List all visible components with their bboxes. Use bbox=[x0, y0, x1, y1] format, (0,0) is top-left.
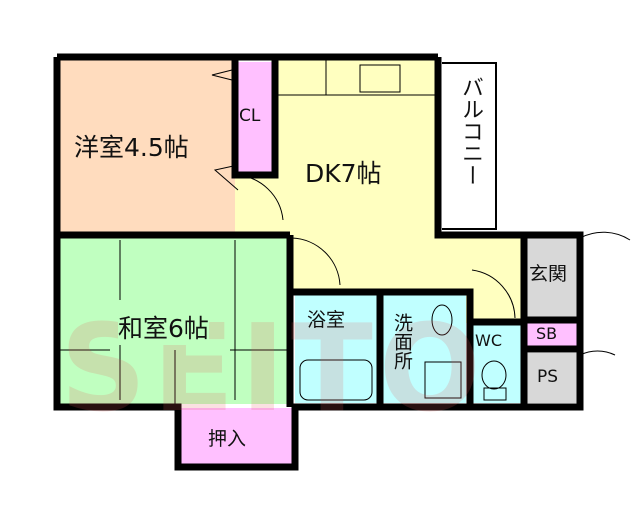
room-label: SB bbox=[536, 324, 558, 343]
room-ps: PS bbox=[527, 353, 577, 403]
room-japanese: 和室6帖 bbox=[60, 237, 290, 404]
room-bath: 浴室 bbox=[295, 295, 378, 403]
room-entrance: 玄関 bbox=[526, 237, 578, 319]
room-closet: CL bbox=[236, 62, 272, 172]
room-dk: DK7帖 bbox=[275, 60, 440, 292]
room-label: PS bbox=[537, 367, 559, 387]
room-balcony: バルコニー bbox=[442, 62, 497, 230]
room-label: 洗面所 bbox=[391, 313, 413, 370]
room-label: 和室6帖 bbox=[118, 309, 209, 345]
room-label: バルコニー bbox=[458, 76, 483, 186]
room-label: 浴室 bbox=[307, 309, 346, 331]
room-label: 押入 bbox=[208, 428, 247, 450]
room-label: DK7帖 bbox=[305, 159, 382, 188]
room-label: 玄関 bbox=[529, 263, 568, 285]
room-oshiire: 押入 bbox=[178, 408, 292, 464]
room-washroom: 洗面所 bbox=[383, 295, 466, 403]
room-western: 洋室4.5帖 bbox=[60, 60, 235, 232]
room-label: 洋室4.5帖 bbox=[74, 133, 189, 162]
room-label: CL bbox=[239, 106, 261, 126]
room-sb: SB bbox=[527, 322, 577, 346]
room-label: WC bbox=[475, 331, 502, 350]
room-wc: WC bbox=[471, 325, 521, 403]
